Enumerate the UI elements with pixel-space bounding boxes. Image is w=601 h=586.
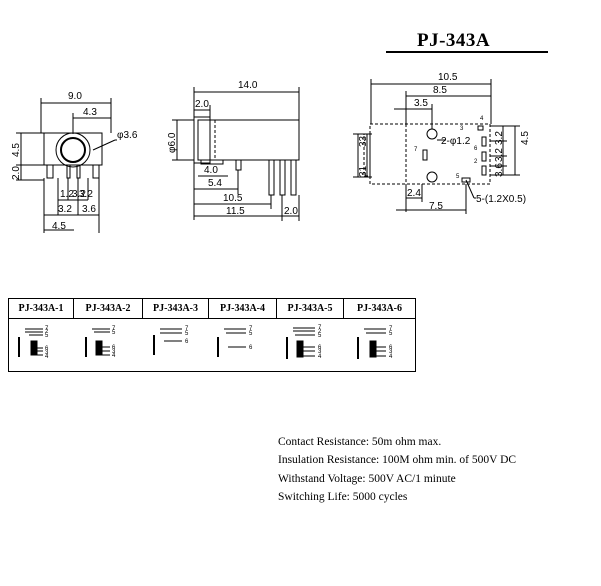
front-pin-left bbox=[46, 164, 54, 179]
front-jack-hole bbox=[60, 137, 86, 163]
pcb-dim-width: 10.5 bbox=[438, 72, 458, 83]
front-dim-f: 4.5 bbox=[52, 221, 66, 232]
side-dim-f: 10.5 bbox=[223, 193, 243, 204]
pcb-outline bbox=[369, 123, 491, 185]
schematic-1 bbox=[18, 328, 43, 357]
pcb-dim-l: 7.5 bbox=[429, 201, 443, 212]
svg-text:6: 6 bbox=[389, 345, 393, 351]
svg-text:3: 3 bbox=[389, 349, 393, 355]
front-pin-right bbox=[92, 164, 100, 179]
svg-text:7: 7 bbox=[389, 326, 393, 332]
front-dim-width: 9.0 bbox=[68, 91, 82, 102]
variant-header: PJ-343A-2 bbox=[74, 299, 143, 319]
front-dim-e: 3.6 bbox=[82, 204, 96, 215]
front-dim-height: 4.5 bbox=[11, 143, 22, 157]
variant-header: PJ-343A-5 bbox=[277, 299, 344, 319]
svg-text:6: 6 bbox=[318, 345, 322, 351]
schematic-5 bbox=[286, 327, 315, 359]
svg-text:7: 7 bbox=[45, 326, 49, 332]
front-dim-a: 1.2 bbox=[60, 189, 74, 200]
svg-text:4: 4 bbox=[389, 354, 393, 360]
svg-text:5: 5 bbox=[318, 333, 322, 339]
pcb-dim-b: 8.5 bbox=[433, 85, 447, 96]
pcb-dim-h: 3.6 bbox=[494, 163, 505, 177]
svg-text:5: 5 bbox=[112, 330, 116, 336]
svg-text:6: 6 bbox=[45, 346, 49, 352]
svg-text:2: 2 bbox=[318, 329, 322, 335]
side-view bbox=[172, 87, 300, 221]
mount-hole-bottom bbox=[426, 171, 438, 183]
svg-text:4: 4 bbox=[112, 353, 116, 359]
svg-text:6: 6 bbox=[185, 339, 189, 345]
svg-text:6: 6 bbox=[112, 345, 116, 351]
front-dim-offset: 4.3 bbox=[83, 107, 97, 118]
variant-header: PJ-343A-1 bbox=[9, 299, 74, 319]
svg-text:3: 3 bbox=[460, 126, 464, 132]
front-dim-c: 3.2 bbox=[79, 189, 93, 200]
spec-insulation-resistance: Insulation Resistance: 100M ohm min. of … bbox=[278, 454, 517, 467]
spec-withstand-voltage: Withstand Voltage: 500V AC/1 minute bbox=[278, 472, 456, 485]
pcb-dim-inner: 31 bbox=[358, 165, 369, 177]
schematic-4 bbox=[217, 328, 246, 357]
side-dim-diameter: φ6.0 bbox=[167, 132, 178, 153]
variant-table: PJ-343A-1 PJ-343A-2 PJ-343A-3 PJ-343A-4 … bbox=[8, 298, 416, 372]
svg-text:5: 5 bbox=[45, 333, 49, 339]
variant-header: PJ-343A-6 bbox=[344, 299, 415, 319]
side-flange bbox=[193, 116, 211, 164]
side-dim-length: 14.0 bbox=[238, 80, 258, 91]
pcb-dim-g: 3.2 bbox=[494, 148, 505, 162]
svg-text:2: 2 bbox=[45, 329, 49, 335]
svg-text:4: 4 bbox=[480, 116, 484, 122]
svg-text:7: 7 bbox=[249, 326, 253, 332]
pcb-hole-label: 2-φ1.2 bbox=[441, 136, 471, 147]
svg-text:5: 5 bbox=[249, 331, 253, 337]
svg-text:7: 7 bbox=[112, 326, 116, 332]
svg-text:5: 5 bbox=[185, 331, 189, 337]
svg-text:6: 6 bbox=[249, 345, 253, 351]
side-dim-e: 5.4 bbox=[208, 178, 222, 189]
pcb-dim-f: 4.5 bbox=[520, 131, 531, 145]
side-dim-h: 2.0 bbox=[284, 206, 298, 217]
front-dim-d: 3.2 bbox=[58, 204, 72, 215]
svg-text:7: 7 bbox=[318, 325, 322, 331]
side-dim-d: 4.0 bbox=[204, 165, 218, 176]
svg-text:7: 7 bbox=[185, 326, 189, 332]
variant-header: PJ-343A-3 bbox=[143, 299, 209, 319]
specifications: Contact Resistance: 50m ohm max. Insulat… bbox=[278, 433, 516, 506]
svg-text:7: 7 bbox=[414, 147, 418, 153]
title-underline bbox=[386, 51, 548, 53]
pcb-dim-c: 3.5 bbox=[414, 98, 428, 109]
variant-header: PJ-343A-4 bbox=[209, 299, 277, 319]
svg-text:4: 4 bbox=[45, 354, 49, 360]
schematic-2 bbox=[85, 328, 110, 357]
front-dim-b: 3.2 bbox=[72, 189, 86, 200]
pcb-pad-label: 5-(1.2X0.5) bbox=[476, 194, 526, 205]
pcb-view bbox=[353, 79, 520, 214]
mount-hole-top bbox=[426, 128, 438, 140]
svg-text:6: 6 bbox=[474, 146, 478, 152]
side-dim-g: 11.5 bbox=[226, 206, 245, 217]
front-dim-pin: 2.0 bbox=[11, 166, 22, 180]
svg-text:2: 2 bbox=[474, 159, 478, 165]
part-title: PJ-343A bbox=[417, 30, 491, 51]
front-view bbox=[16, 98, 117, 233]
pcb-dim-k: 2.4 bbox=[407, 188, 421, 199]
svg-text:5: 5 bbox=[389, 331, 393, 337]
svg-text:3: 3 bbox=[318, 349, 322, 355]
svg-text:4: 4 bbox=[318, 354, 322, 360]
variant-schematics: 7 2 5 6 3 4 7 5 6 3 4 7 5 6 7 5 6 7 2 5 … bbox=[18, 325, 393, 360]
spec-switching-life: Switching Life: 5000 cycles bbox=[278, 490, 408, 503]
svg-text:3: 3 bbox=[112, 349, 116, 355]
pcb-dim-e: 3.2 bbox=[494, 131, 505, 145]
mechanical-drawing: 9.0 4.3 4.5 2.0 φ3.6 1.2 3.2 3.2 3.2 3.6… bbox=[11, 72, 531, 233]
pcb-dim-outer: 33 bbox=[358, 135, 369, 147]
svg-text:3: 3 bbox=[45, 350, 49, 356]
schematic-6 bbox=[357, 328, 386, 359]
side-body bbox=[197, 119, 300, 161]
side-dim-flange: 2.0 bbox=[195, 99, 209, 110]
svg-text:5: 5 bbox=[456, 174, 460, 180]
spec-contact-resistance: Contact Resistance: 50m ohm max. bbox=[278, 436, 442, 448]
schematic-3 bbox=[153, 328, 182, 355]
front-hole-label: φ3.6 bbox=[117, 130, 138, 141]
